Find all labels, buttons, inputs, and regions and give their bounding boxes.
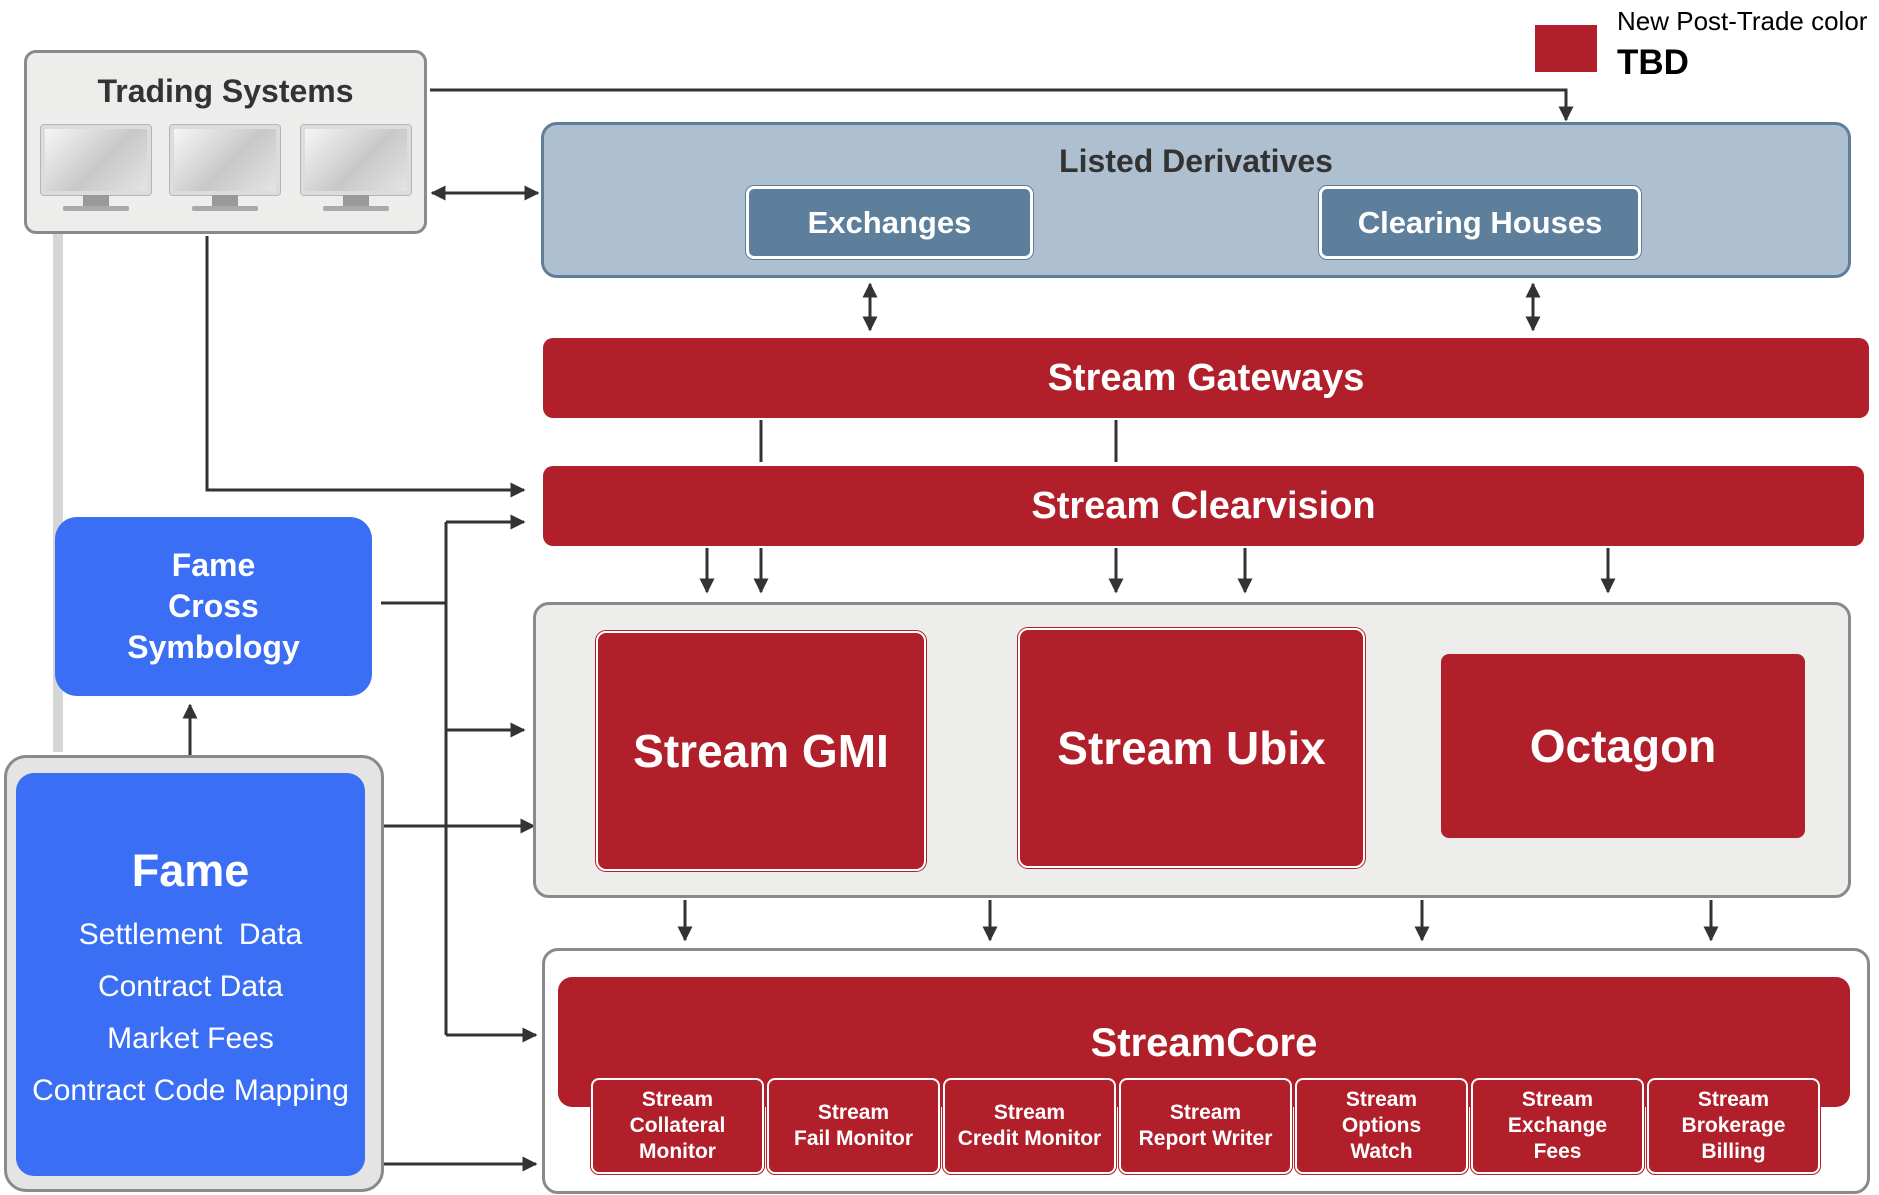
streamcore-module: Stream Collateral Monitor (591, 1078, 764, 1174)
monitor-icon (41, 125, 151, 215)
streamcore-module: Stream Report Writer (1119, 1078, 1292, 1174)
fame-item: Market Fees (107, 1022, 274, 1055)
fame-title: Fame (131, 845, 250, 896)
fame-cross-symbology-line3: Symbology (127, 629, 300, 665)
streamcore-title: StreamCore (1090, 1021, 1318, 1065)
octagon-box: Octagon (1441, 654, 1805, 838)
stream-clearvision-label: Stream Clearvision (1031, 484, 1376, 527)
streamcore-module: Stream Brokerage Billing (1647, 1078, 1820, 1174)
streamcore-module-label: Stream Options Watch (1341, 1088, 1422, 1163)
ts-to-clearvision-arrow (205, 236, 526, 498)
stream-gateways-bar: Stream Gateways (543, 338, 1869, 418)
fame-cross-symbology-line2: Cross (168, 588, 259, 624)
clearing-houses-label: Clearing Houses (1357, 204, 1603, 240)
monitor-icon (170, 125, 280, 215)
fame-item: Contract Data (97, 970, 284, 1003)
ts-to-listed-derivatives-arrow (430, 88, 1574, 122)
streamcore-module-label: Stream Collateral Monitor (629, 1088, 726, 1163)
fame-item: Settlement Data (78, 918, 303, 951)
legend-value: TBD (1617, 43, 1689, 82)
stream-gateways-label: Stream Gateways (1047, 356, 1365, 399)
streamcore-module: Stream Fail Monitor (767, 1078, 940, 1174)
streamcore-module-label: Stream Credit Monitor (957, 1101, 1102, 1150)
octagon-label: Octagon (1529, 720, 1717, 772)
streamcore-module-label: Stream Exchange Fees (1507, 1088, 1608, 1163)
listed-derivatives-panel: Listed Derivatives (541, 122, 1851, 278)
exchanges-label: Exchanges (807, 204, 972, 240)
trading-systems-title: Trading Systems (97, 73, 354, 109)
listed-derivatives-title: Listed Derivatives (1059, 143, 1333, 179)
legend-label: New Post-Trade color (1617, 6, 1868, 36)
stream-gmi-label: Stream GMI (633, 725, 889, 777)
stream-clearvision-bar: Stream Clearvision (543, 466, 1864, 546)
exchanges-box: Exchanges (746, 186, 1033, 259)
streamcore-module-label: Stream Fail Monitor (794, 1101, 913, 1150)
fame-cross-symbology-line1: Fame (171, 547, 256, 583)
stream-ubix-label: Stream Ubix (1057, 722, 1326, 774)
streamcore-module: Stream Exchange Fees (1471, 1078, 1644, 1174)
fame-item: Contract Code Mapping (32, 1074, 349, 1107)
clearing-houses-box: Clearing Houses (1319, 186, 1641, 259)
trading-systems-box: Trading Systems (24, 50, 427, 234)
fame-cross-symbology-box: Fame Cross Symbology (55, 517, 372, 696)
legend-swatch (1535, 25, 1597, 72)
streamcore-module: Stream Credit Monitor (943, 1078, 1116, 1174)
streamcore-module: Stream Options Watch (1295, 1078, 1468, 1174)
streamcore-module-label: Stream Brokerage Billing (1681, 1088, 1786, 1163)
fame-box: Fame Settlement Data Contract Data Marke… (16, 773, 365, 1176)
stream-ubix-box: Stream Ubix (1018, 628, 1365, 868)
monitor-icon (301, 125, 411, 215)
streamcore-module-label: Stream Report Writer (1138, 1101, 1273, 1150)
left-rail (53, 232, 63, 752)
stream-gmi-box: Stream GMI (596, 631, 926, 871)
